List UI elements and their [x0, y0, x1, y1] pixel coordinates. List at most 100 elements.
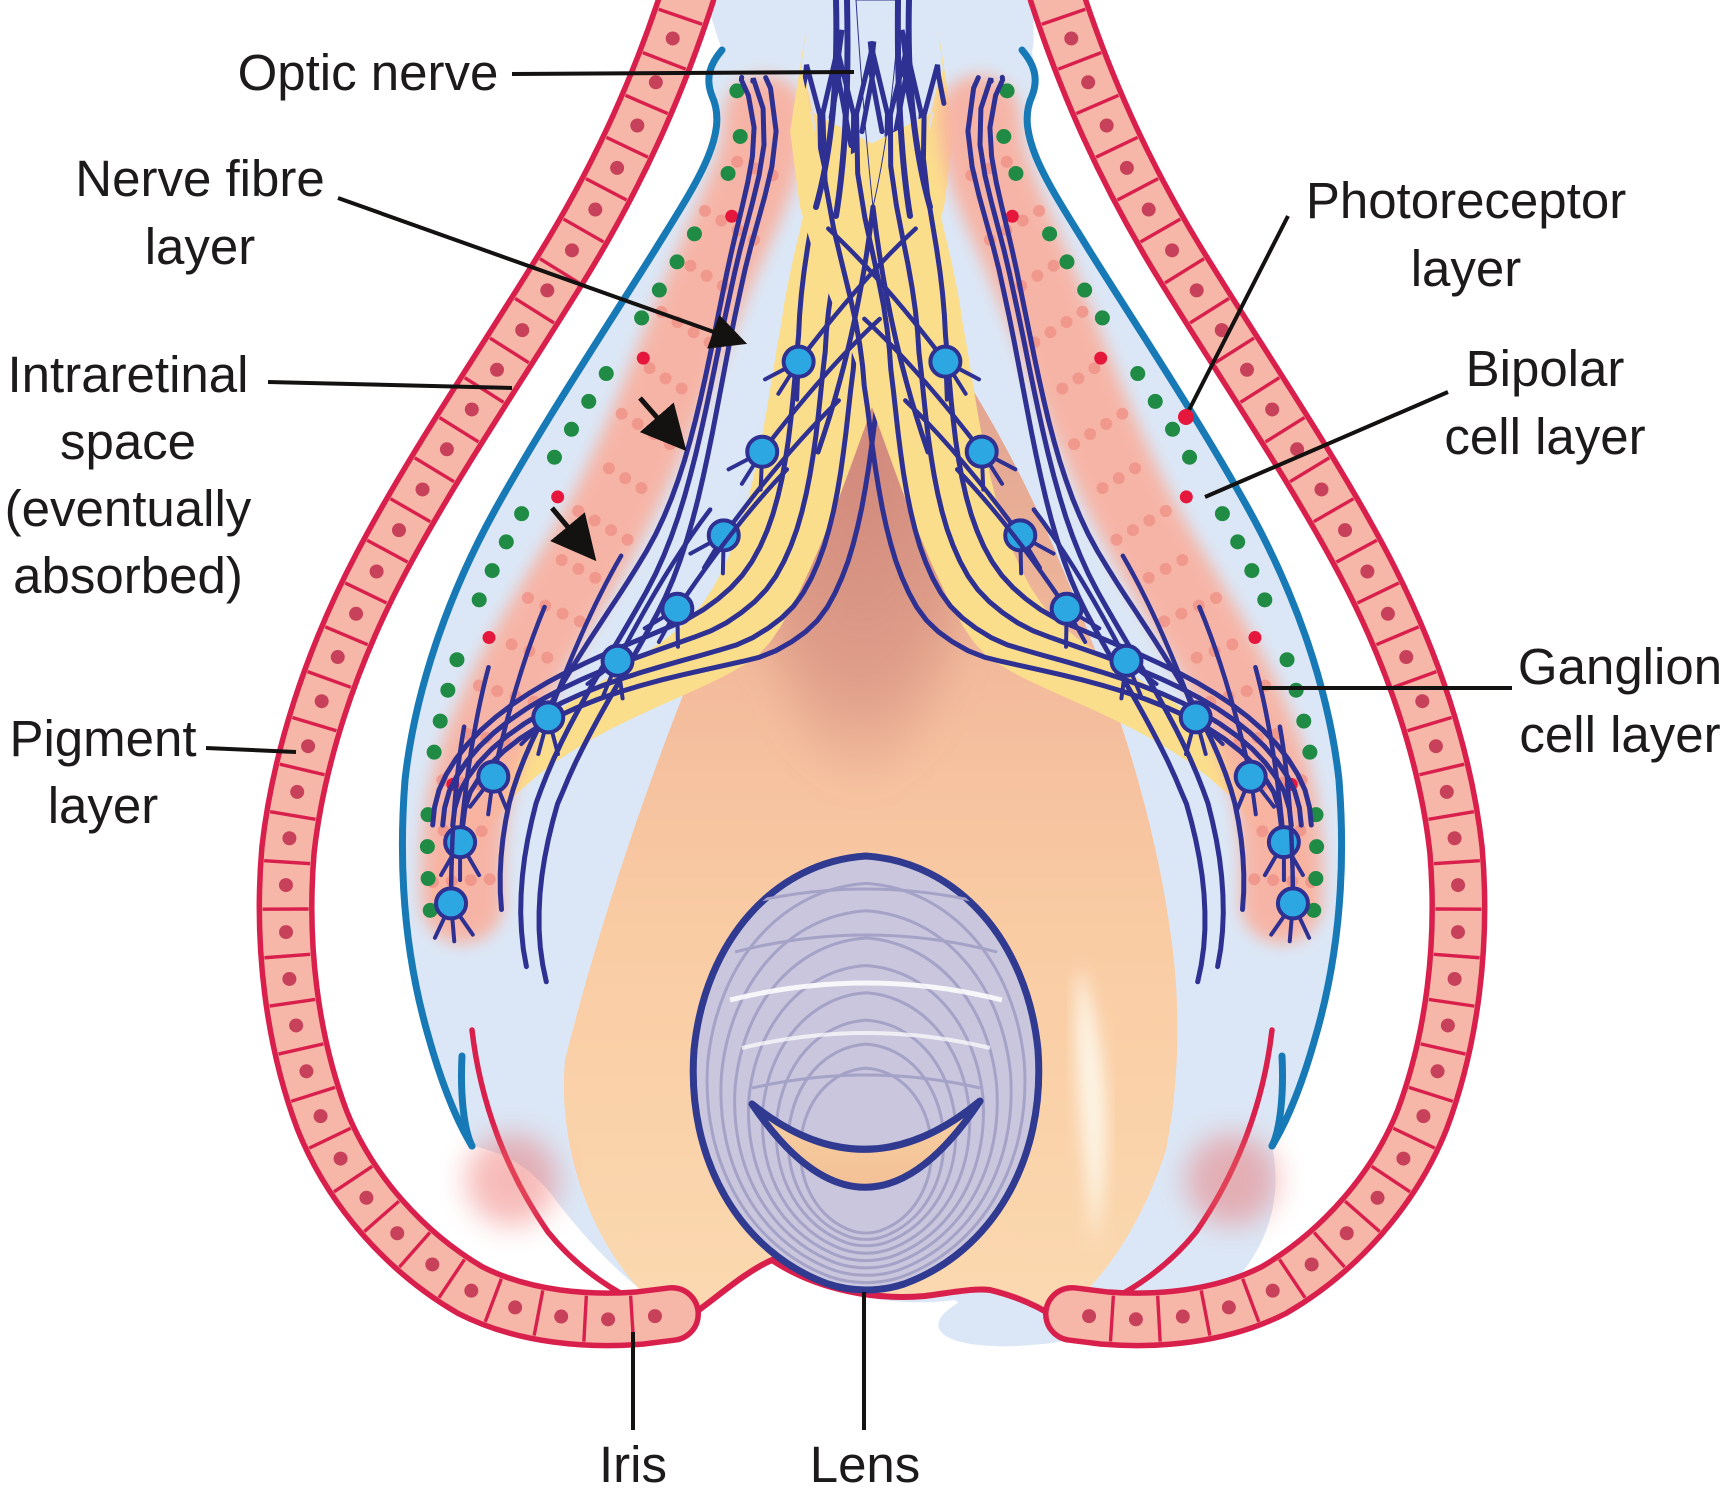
ganglion-dendrite	[519, 724, 542, 747]
ganglion-axon	[1253, 664, 1287, 845]
photoreceptor-dot	[1175, 607, 1188, 620]
photoreceptor-dot	[1128, 462, 1141, 475]
ganglion-cells-right	[826, 226, 1312, 944]
pigment-cell-nucleus	[554, 1309, 569, 1324]
ganglion-cell	[964, 434, 999, 469]
pigment-cell-nucleus	[1440, 1018, 1455, 1033]
bipolar-line-right-1	[977, 77, 1226, 970]
pigment-cell-nucleus	[333, 1151, 348, 1166]
pigment-pointer	[205, 746, 297, 754]
green-dot	[484, 563, 500, 579]
photoreceptor-dot	[1060, 315, 1073, 328]
ganglion-axon	[759, 316, 882, 454]
ganglion-dendrite	[1184, 727, 1195, 757]
pigment-band-left	[256, 0, 717, 1349]
pigment-cell-nucleus	[1081, 75, 1096, 90]
ganglion-cell	[1233, 759, 1268, 794]
photoreceptor-dot	[603, 462, 616, 475]
pigment-cell-nucleus	[278, 878, 293, 893]
pigment-cell-nucleus	[1239, 362, 1254, 377]
ganglion-cell	[660, 591, 695, 626]
pigment-cell-divider	[278, 1042, 324, 1056]
pigment-cell-divider	[1419, 762, 1465, 777]
pigment-cell-divider	[1214, 336, 1255, 365]
photoreceptor-dot	[619, 472, 632, 485]
pigment-cell-nucleus	[515, 323, 530, 338]
photoreceptor-dot	[541, 651, 554, 664]
pigment-cell-nucleus	[1265, 1283, 1280, 1298]
green-dot	[420, 871, 436, 887]
photoreceptor-dot	[659, 372, 672, 385]
outer-retina-dots-right	[996, 83, 1325, 918]
green-dot	[419, 839, 435, 855]
pigment-cell-divider	[1392, 670, 1437, 689]
ganglion-axon	[448, 724, 467, 906]
ganglion-dendrite	[1296, 913, 1312, 940]
ganglion-axon	[1197, 604, 1253, 779]
photoreceptor-dot	[1256, 825, 1269, 838]
pigment-cell-divider	[1356, 581, 1400, 605]
ganglion-dendrite	[549, 727, 560, 757]
ganglion-dendrite	[1269, 912, 1288, 937]
pigment-cell-nucleus	[349, 606, 364, 621]
pigment-cell-divider	[333, 1164, 374, 1194]
pigment-cell-nucleus	[313, 1109, 328, 1124]
intraretinal-label-3: (eventually	[5, 480, 252, 537]
photoreceptor-dot	[1084, 428, 1097, 441]
pigment-cell-divider	[582, 1295, 589, 1342]
ganglion-dendrite	[1129, 670, 1143, 698]
pigment-cell-nucleus	[1339, 1226, 1354, 1241]
green-dot	[1309, 839, 1325, 855]
pigment-cell-nucleus	[647, 1309, 662, 1324]
green-dot	[999, 83, 1015, 99]
pigment-cell-nucleus	[359, 1190, 374, 1205]
ganglion-cell	[531, 700, 566, 735]
pigment-cell-divider	[1433, 858, 1480, 866]
pigment-label-2: layer	[48, 777, 159, 834]
ganglion-cell	[1266, 825, 1301, 860]
pigment-cell-nucleus	[1428, 739, 1443, 754]
photoreceptor-dot	[1159, 562, 1172, 575]
green-dot	[449, 652, 465, 668]
photoreceptor-dot	[1076, 305, 1089, 318]
pigment-cell-divider	[389, 497, 432, 524]
pigment-cell-nucleus	[1450, 925, 1465, 940]
pigment-cell-nucleus	[1221, 1300, 1236, 1315]
intraretinal-pointer	[267, 380, 513, 390]
pigment-layer-bands	[256, 0, 1488, 1349]
pigment-cell-divider	[269, 997, 316, 1008]
ganglion-dendrite	[468, 784, 488, 809]
ganglion-dendrite	[943, 372, 949, 402]
photoreceptor-dot	[1248, 873, 1261, 886]
green-dot	[1042, 226, 1058, 242]
photoreceptor-dot	[621, 533, 634, 546]
ganglion-cell	[434, 886, 469, 921]
pigment-cell-divider	[539, 257, 580, 285]
photoreceptor-dot	[1158, 615, 1171, 628]
ganglion-dendrite	[776, 370, 794, 396]
pigment-band-right	[1027, 0, 1488, 1349]
pigment-cell-divider	[1239, 376, 1281, 404]
ganglion-cell	[781, 344, 816, 379]
ganglion-dendrite	[991, 455, 1018, 472]
pigment-cell-nucleus	[588, 202, 603, 217]
retina-outer-boundary	[398, 46, 1346, 1150]
nerve-fibre-label-1: Nerve fibre	[75, 150, 324, 207]
ganglion-dendrite	[1197, 727, 1208, 757]
nerve-fibre-pointer	[337, 196, 748, 349]
photoreceptor-dot	[1190, 651, 1203, 664]
ganglion-dendrite	[601, 670, 615, 698]
ganglion-dendrite	[1234, 786, 1248, 814]
pigment-cell-divider	[1335, 538, 1378, 564]
ganglion-dendrite	[642, 613, 669, 631]
photoreceptor-dot	[1072, 372, 1085, 385]
pigment-cell-divider	[1343, 1199, 1381, 1233]
pigment-cell-nucleus	[1447, 971, 1462, 986]
ganglion-label-1: Ganglion	[1518, 638, 1722, 695]
ganglion-dendrite	[496, 786, 510, 814]
pigment-cell-divider	[1199, 1290, 1212, 1336]
green-dot	[440, 682, 456, 698]
pigment-cell-divider	[562, 217, 605, 244]
green-dot	[546, 449, 562, 465]
